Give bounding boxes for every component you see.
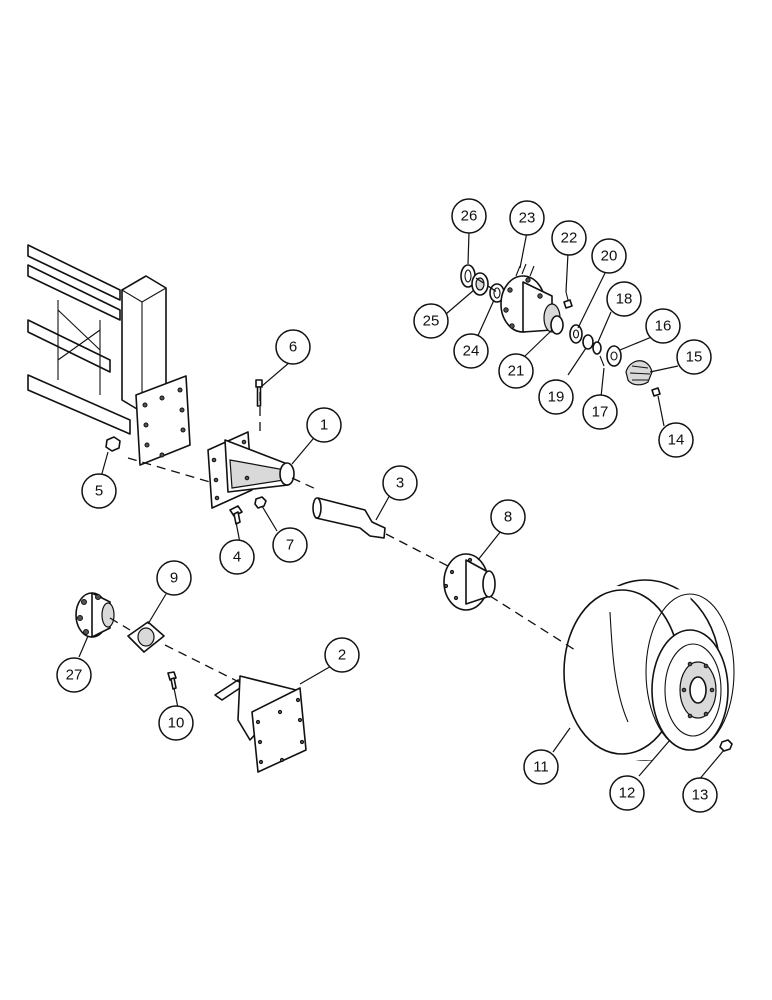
- callout-3: 3: [382, 465, 418, 501]
- svg-text:1: 1: [320, 417, 328, 434]
- svg-text:3: 3: [396, 475, 404, 492]
- svg-text:14: 14: [668, 432, 685, 449]
- nut-part-7: [254, 496, 267, 509]
- bolt-part-10: [167, 671, 177, 690]
- svg-text:17: 17: [592, 404, 609, 421]
- svg-text:8: 8: [504, 509, 512, 526]
- bearing-part-25: [471, 272, 489, 296]
- svg-text:26: 26: [461, 208, 478, 225]
- bracket-part-2: [214, 675, 307, 773]
- nut-part-13: [719, 739, 733, 752]
- svg-text:19: 19: [548, 389, 565, 406]
- callout-14: 14: [658, 422, 694, 458]
- svg-text:11: 11: [533, 759, 549, 776]
- callout-22: 22: [551, 220, 587, 256]
- tire-part-11: [563, 579, 735, 761]
- svg-text:5: 5: [95, 483, 103, 500]
- callout-25: 25: [413, 303, 449, 339]
- svg-text:21: 21: [508, 363, 525, 380]
- callout-9: 9: [156, 560, 192, 596]
- rim-part-12: [651, 629, 729, 751]
- callout-15: 15: [676, 339, 712, 375]
- flange-part-9: [127, 621, 165, 653]
- bolt-part-4: [229, 505, 243, 525]
- svg-text:20: 20: [601, 248, 618, 265]
- callout-19: 19: [538, 379, 574, 415]
- gasket-part-16: [606, 345, 622, 367]
- callout-12: 12: [609, 775, 645, 811]
- svg-text:18: 18: [616, 291, 633, 308]
- svg-text:10: 10: [168, 715, 185, 732]
- callout-1: 1: [306, 407, 342, 443]
- spindle-part-3: [312, 497, 386, 539]
- callout-7: 7: [272, 527, 308, 563]
- washer-part-18: [592, 341, 602, 355]
- svg-text:15: 15: [686, 349, 703, 366]
- svg-text:22: 22: [561, 230, 578, 247]
- screw-part-14: [651, 387, 661, 397]
- nut-part-5: [105, 436, 121, 452]
- callout-23: 23: [509, 200, 545, 236]
- callout-21: 21: [498, 353, 534, 389]
- callout-8: 8: [490, 499, 526, 535]
- leader-lines: [78, 231, 725, 782]
- axle-mount-part-1: [207, 431, 295, 509]
- svg-text:13: 13: [692, 787, 709, 804]
- nut-part-19: [582, 334, 594, 350]
- washer-part-20: [569, 324, 583, 344]
- bolt-part-6: [255, 379, 263, 407]
- hub-part-23: [500, 263, 561, 333]
- callout-2: 2: [324, 637, 360, 673]
- svg-text:2: 2: [338, 647, 346, 664]
- cap-part-15: [625, 360, 653, 386]
- svg-text:9: 9: [170, 570, 178, 587]
- callout-5: 5: [81, 473, 117, 509]
- callout-27: 27: [56, 657, 92, 693]
- svg-text:12: 12: [619, 785, 636, 802]
- svg-text:16: 16: [655, 318, 672, 335]
- callout-24: 24: [453, 333, 489, 369]
- callout-20: 20: [591, 238, 627, 274]
- svg-text:4: 4: [233, 549, 241, 566]
- callout-18: 18: [606, 281, 642, 317]
- svg-text:7: 7: [286, 537, 294, 554]
- assembly-axis-lines: [109, 277, 576, 686]
- hub-part-27: [75, 592, 115, 638]
- callout-4: 4: [219, 539, 255, 575]
- svg-text:24: 24: [463, 343, 480, 360]
- callout-10: 10: [158, 705, 194, 741]
- callout-26: 26: [451, 198, 487, 234]
- callout-17: 17: [582, 394, 618, 430]
- svg-text:27: 27: [66, 667, 83, 684]
- callout-11: 11: [523, 749, 559, 785]
- hub-part-8: [443, 553, 496, 611]
- pin-part-17: [599, 355, 605, 367]
- bearing-part-21: [550, 315, 564, 335]
- callout-6: 6: [275, 329, 311, 365]
- svg-text:23: 23: [519, 210, 536, 227]
- stud-part-22: [563, 291, 573, 309]
- svg-text:6: 6: [289, 339, 297, 356]
- frame-structure: [27, 244, 191, 466]
- callout-13: 13: [682, 777, 718, 813]
- callout-16: 16: [645, 308, 681, 344]
- svg-text:25: 25: [423, 313, 440, 330]
